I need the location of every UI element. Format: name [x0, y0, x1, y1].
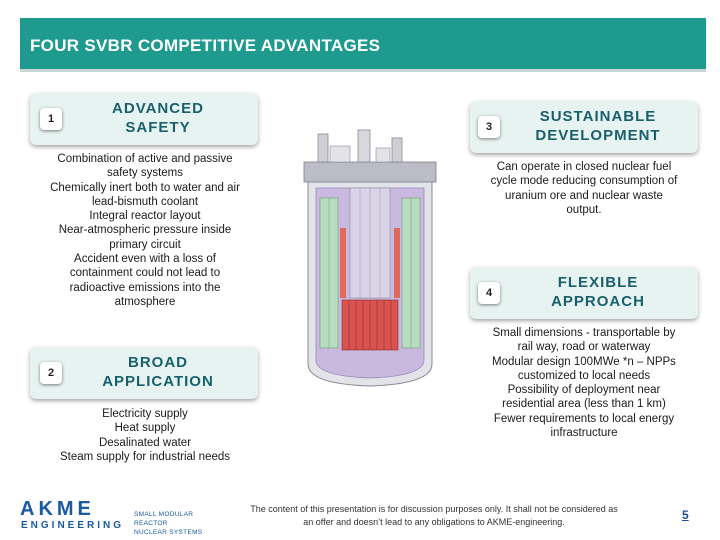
slide-header: FOUR SVBR COMPETITIVE ADVANTAGES: [20, 18, 706, 72]
text-line: output.: [566, 203, 602, 216]
slide-title: FOUR SVBR COMPETITIVE ADVANTAGES: [30, 36, 381, 55]
advantage-number-2: 2: [40, 362, 62, 384]
advantage-title-3: SUSTAINABLE DEVELOPMENT: [506, 107, 690, 145]
advantage-card-1-title-box: 1 ADVANCED SAFETY: [30, 93, 258, 145]
text-line: atmosphere: [114, 295, 176, 308]
text-line: Can operate in closed nuclear fuel: [496, 161, 672, 173]
text-line: uranium ore and nuclear waste: [505, 189, 663, 202]
text-line: Integral reactor layout: [89, 210, 201, 223]
advantage-number-1: 1: [40, 108, 62, 130]
text-line: cycle mode reducing consumption of: [490, 175, 678, 188]
logo-tagline-line1: SMALL MODULAR REACTOR: [134, 511, 194, 527]
advantage-number-4: 4: [478, 282, 500, 304]
akme-logo-mark: AKME: [20, 498, 95, 518]
advantage-title-3-line1: SUSTAINABLE: [539, 108, 657, 125]
advantage-title-1-line2: SAFETY: [125, 119, 191, 136]
footer-disclaimer: The content of this presentation is for …: [222, 503, 646, 529]
company-logo: AKME ENGINEERING SMALL MODULAR REACTOR N…: [18, 498, 218, 537]
disclaimer-line1: The content of this presentation is for …: [250, 504, 618, 514]
text-line: Electricity supply: [102, 408, 188, 420]
advantage-title-4-line1: FLEXIBLE: [557, 274, 639, 291]
advantage-text-2: Electricity supply Heat supply Desalinat…: [40, 407, 250, 464]
advantage-text-1: Combination of active and passive safety…: [40, 152, 250, 309]
text-line: Steam supply for industrial needs: [59, 450, 231, 463]
text-line: radioactive emissions into the: [69, 281, 221, 294]
logo-subtitle: ENGINEERING: [21, 520, 125, 531]
text-line: rail way, road or waterway: [517, 341, 651, 354]
disclaimer-line2: an offer and doesn’t lead to any obligat…: [303, 517, 565, 527]
page-number-link[interactable]: 5: [682, 508, 689, 522]
text-line: Chemically inert both to water and air: [50, 181, 240, 194]
advantage-card-3-title-box: 3 SUSTAINABLE DEVELOPMENT: [470, 101, 698, 153]
text-line: infrastructure: [550, 427, 618, 440]
logo-tagline: SMALL MODULAR REACTOR NUCLEAR SYSTEMS: [134, 510, 218, 537]
text-line: residential area (less than 1 km): [502, 398, 666, 411]
text-line: Combination of active and passive: [57, 153, 233, 165]
advantage-title-1: ADVANCED SAFETY: [70, 99, 246, 137]
advantage-text-4: Small dimensions - transportable by rail…: [478, 326, 690, 440]
advantage-title-1-line1: ADVANCED: [112, 100, 204, 117]
advantage-title-2: BROAD APPLICATION: [70, 353, 246, 391]
advantage-title-2-line2: APPLICATION: [102, 373, 214, 390]
text-line: Fewer requirements to local energy: [493, 412, 675, 425]
logo-main-text: AKME: [20, 498, 95, 518]
text-line: Desalinated water: [98, 436, 192, 449]
text-line: Accident even with a loss of: [74, 253, 216, 266]
advantage-card-2-title-box: 2 BROAD APPLICATION: [30, 347, 258, 399]
text-line: Possibility of deployment near: [507, 384, 661, 397]
advantage-title-4-line2: APPROACH: [551, 293, 645, 310]
text-line: safety systems: [106, 167, 184, 180]
text-line: customized to local needs: [517, 369, 651, 382]
advantage-title-4: FLEXIBLE APPROACH: [506, 273, 690, 311]
text-line: primary circuit: [109, 238, 181, 251]
text-line: Heat supply: [114, 422, 176, 435]
reactor-illustration: [303, 129, 437, 387]
advantage-text-3: Can operate in closed nuclear fuel cycle…: [478, 160, 690, 217]
advantage-title-3-line2: DEVELOPMENT: [535, 127, 661, 144]
text-line: containment could not lead to: [69, 267, 221, 280]
advantage-card-4-title-box: 4 FLEXIBLE APPROACH: [470, 267, 698, 319]
text-line: Modular design 100MWe *n – NPPs: [492, 355, 676, 368]
advantage-number-3: 3: [478, 116, 500, 138]
text-line: Near-atmospheric pressure inside: [58, 224, 232, 237]
text-line: Small dimensions - transportable by: [492, 327, 676, 339]
logo-tagline-line2: NUCLEAR SYSTEMS: [134, 529, 203, 536]
text-line: lead-bismuth coolant: [91, 195, 199, 208]
advantage-title-2-line1: BROAD: [128, 354, 188, 371]
